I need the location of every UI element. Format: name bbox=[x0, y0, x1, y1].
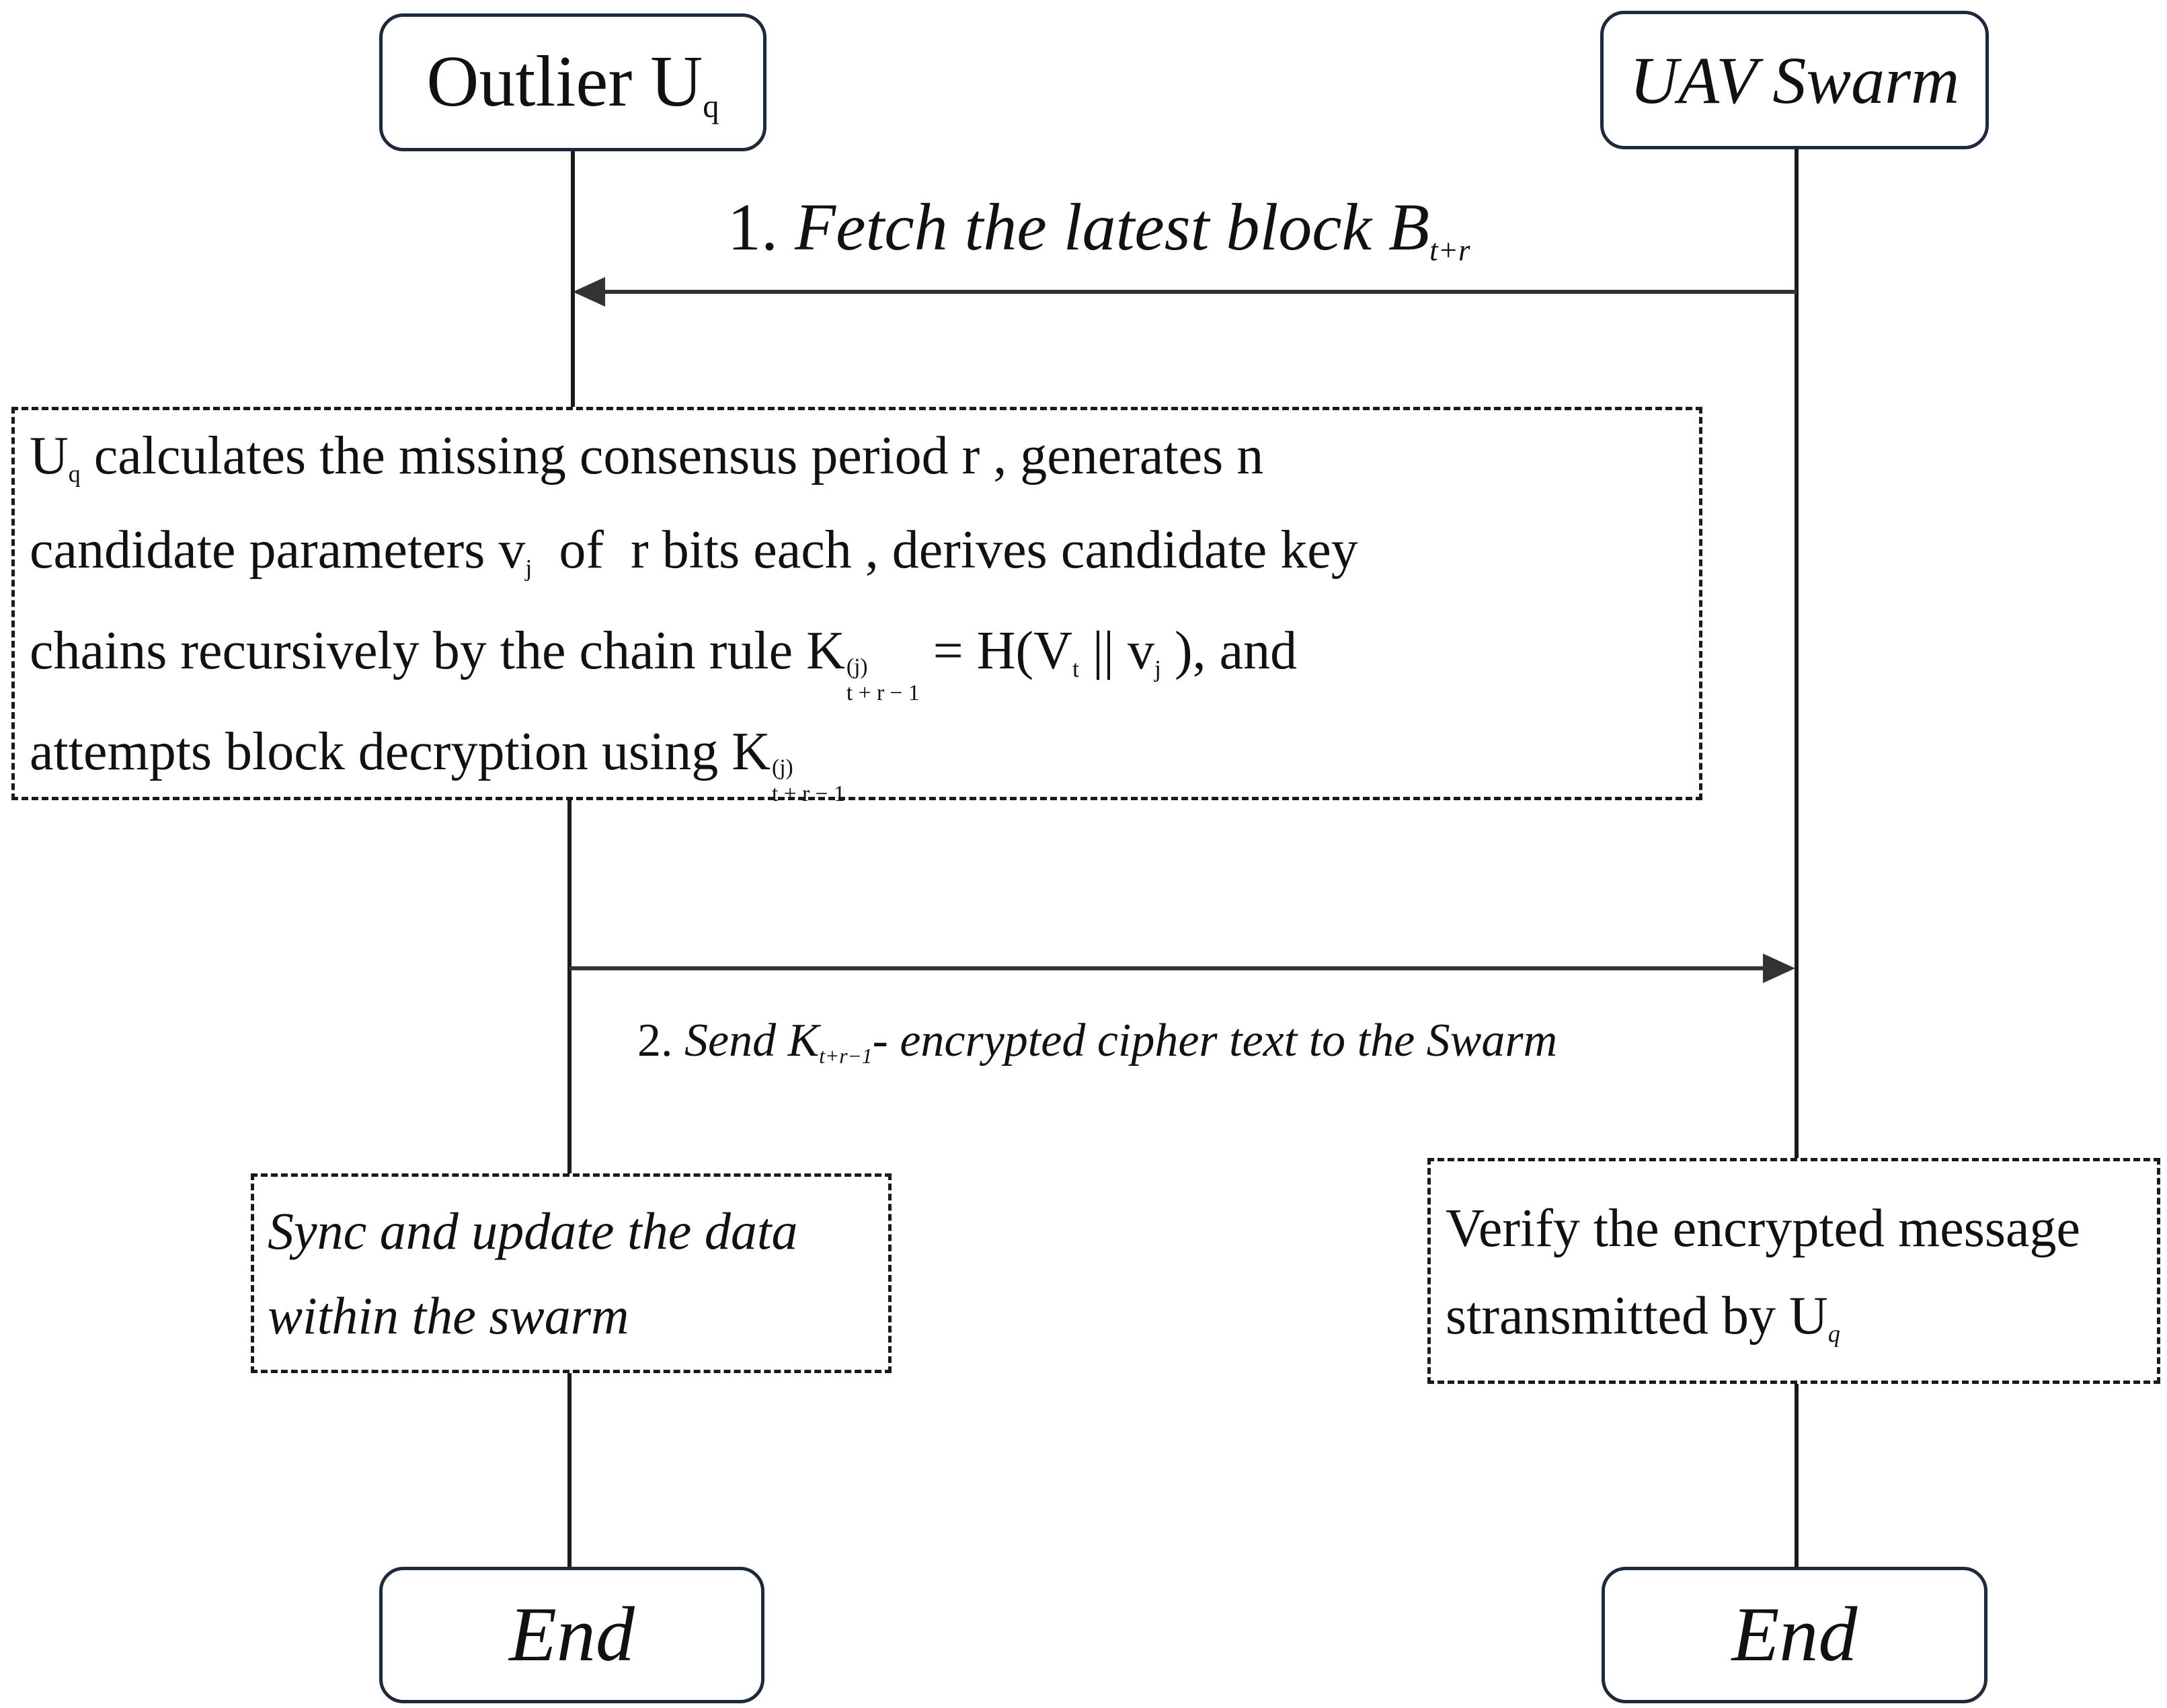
sync-note: Sync and update the data within the swar… bbox=[251, 1173, 892, 1373]
fetch-message-label: 1. Fetch the latest block Bt+r bbox=[727, 190, 1470, 267]
outlier-actor-label: Outlier Uq bbox=[426, 41, 719, 124]
verify-note: Verify the encrypted message stransmitte… bbox=[1427, 1158, 2160, 1384]
verify-note-line-1: Verify the encrypted message bbox=[1446, 1199, 2081, 1258]
fetch-arrow bbox=[573, 277, 1797, 307]
process-note-line-4: attempts block decryption using K(j)t + … bbox=[30, 722, 845, 807]
outlier-end-box: End bbox=[379, 1567, 764, 1703]
process-note-line-1: Uq calculates the missing consensus peri… bbox=[30, 426, 1264, 488]
swarm-actor-box: UAV Swarm bbox=[1600, 11, 1989, 149]
verify-note-line-2: stransmitted by Uq bbox=[1446, 1286, 1840, 1348]
swarm-end-label: End bbox=[1731, 1592, 1858, 1678]
sync-note-line-2: within the swarm bbox=[268, 1286, 629, 1345]
outlier-actor-box: Outlier Uq bbox=[379, 13, 766, 151]
decryption-key-indices: (j)t + r − 1 bbox=[772, 755, 845, 807]
swarm-end-box: End bbox=[1602, 1567, 1987, 1703]
process-note: Uq calculates the missing consensus peri… bbox=[11, 407, 1702, 806]
chain-key-indices: (j)t + r − 1 bbox=[846, 654, 920, 706]
send-arrow bbox=[569, 954, 1795, 983]
sync-note-line-1: Sync and update the data bbox=[268, 1202, 798, 1260]
send-message-label: 2. Send Kt+r−1- encrypted cipher text to… bbox=[637, 1015, 1558, 1069]
process-note-line-2: candidate parameters vj of r bits each ,… bbox=[30, 520, 1358, 582]
process-note-line-3: chains recursively by the chain rule K(j… bbox=[30, 621, 1298, 706]
swarm-actor-label: UAV Swarm bbox=[1629, 42, 1960, 118]
outlier-end-label: End bbox=[509, 1592, 635, 1678]
